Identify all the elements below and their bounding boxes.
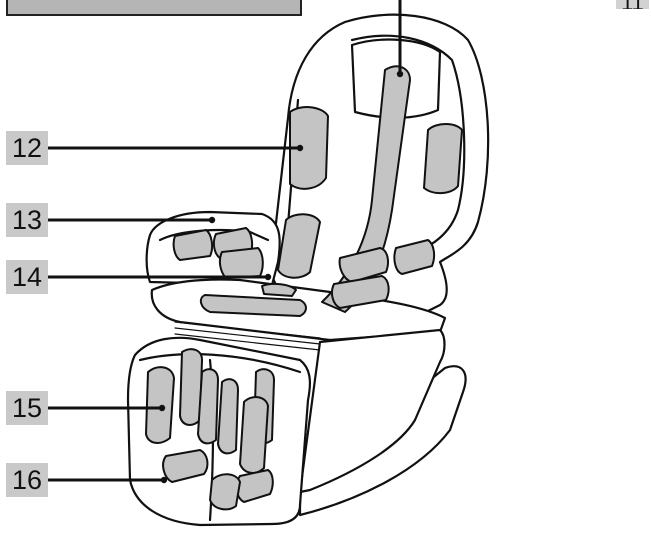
callout-14-label: 14 [11,262,43,292]
seat-front-bands [174,321,321,351]
leader-dot-12 [296,144,304,152]
left-upper-back-airbag [289,106,329,190]
callout-15-label: 15 [11,393,43,423]
callout-14-box: 14 [6,260,48,294]
callout-13-box: 13 [6,203,48,237]
right-side-panel [298,328,446,494]
leader-dot-13 [208,216,216,224]
leader-dot-11 [396,70,404,78]
left-arm-airbag-1 [172,229,214,261]
callout-12-label: 12 [11,133,43,163]
top-banner [6,0,302,16]
foot-airbag-inner [209,473,241,511]
callout-12-box: 12 [6,131,48,165]
seat-airbag-2 [261,282,297,297]
leader-dot-16 [160,476,168,484]
right-arm-airbag-3 [331,275,390,309]
right-arm-airbag-2 [393,239,436,275]
callout-13-label: 13 [11,205,43,235]
callout-15-box: 15 [6,391,48,425]
callout-11-box: 11 [616,0,649,9]
right-arm-airbag-1 [338,247,389,283]
right-upper-back-airbag [423,123,463,194]
calf-airbag-3 [197,368,219,445]
callout-16-box: 16 [6,463,48,497]
leader-dot-15 [158,404,166,412]
foot-airbag-left [162,449,209,483]
backrest-inner-line [350,34,466,252]
left-arm-airbag-3 [218,247,264,279]
calf-airbag-4 [217,378,239,455]
lower-back-airbag [277,213,321,279]
leader-dot-14 [264,273,272,281]
callout-16-label: 16 [11,465,43,495]
leg-rest-top-curve [138,353,302,374]
calf-airbag-6 [239,396,269,474]
callout-11-label: 11 [621,0,644,9]
calf-airbag-1 [145,366,175,444]
seat-airbag-1 [199,294,307,317]
